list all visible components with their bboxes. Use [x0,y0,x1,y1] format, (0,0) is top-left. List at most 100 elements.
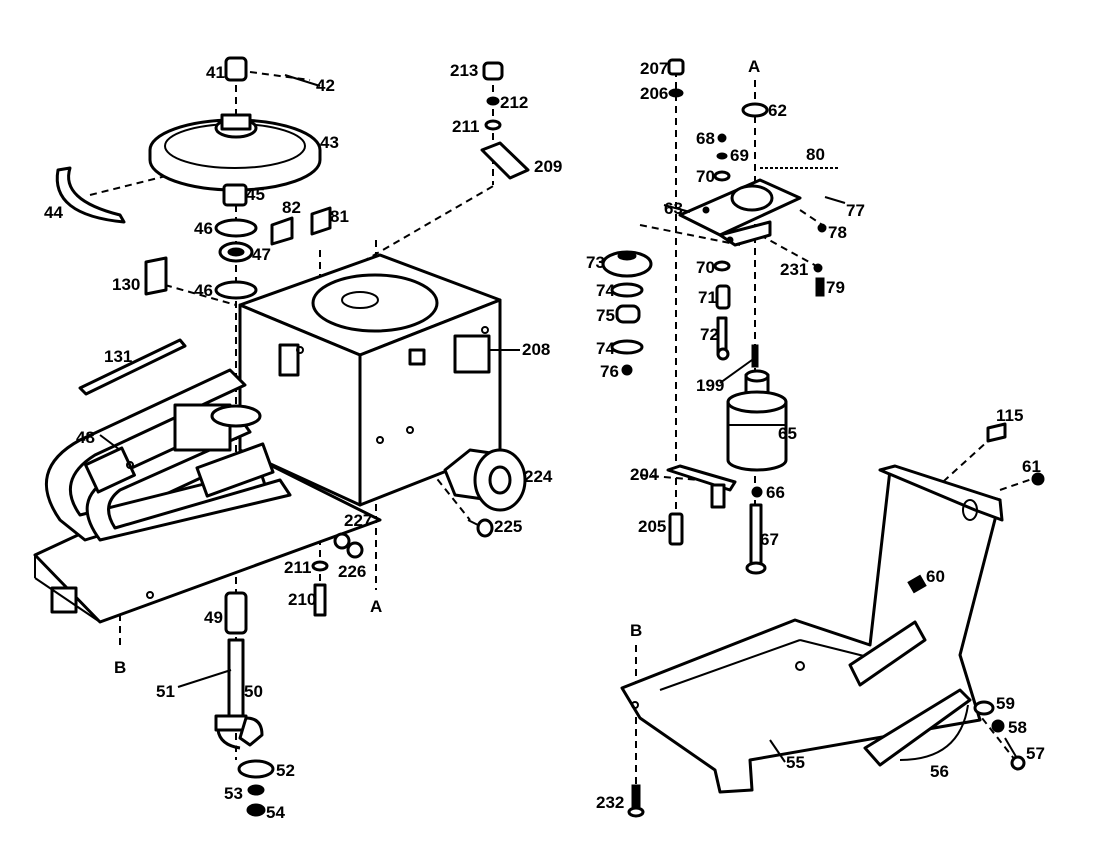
label-212: 212 [500,93,528,112]
label-227: 227 [344,511,372,530]
label-63: 63 [664,199,683,218]
washer-52 [237,759,275,779]
plate-130 [144,256,168,296]
bolt-210 [313,583,327,617]
label-58: 58 [1008,718,1027,737]
belt-guide-44 [55,166,126,224]
label-77: 77 [846,201,865,220]
pulley-43 [148,113,322,192]
lever-204 [666,464,737,509]
nut-61 [1031,472,1045,486]
nut-76 [621,364,633,376]
bolt-205 [668,512,684,546]
bearing-75 [615,304,641,324]
label-56: 56 [930,762,949,781]
right-top-assembly [601,58,846,575]
washer-211b [311,560,329,572]
label-72: 72 [700,325,719,344]
label-232: 232 [596,793,624,812]
label-209: 209 [534,157,562,176]
key-42 [284,74,321,87]
label-46b: 46 [194,281,213,300]
label-41: 41 [206,63,225,82]
label-130: 130 [112,275,140,294]
washer-74a [610,282,644,298]
washer-59 [973,700,995,716]
label-51: 51 [156,682,175,701]
label-210: 210 [288,590,316,609]
bolt-232 [627,784,645,818]
plate-115 [986,422,1007,443]
left-assembly [33,56,530,817]
label-49: 49 [204,608,223,627]
washer-46b [214,280,258,300]
label-67: 67 [760,530,779,549]
marker-a-bottom: A [370,597,382,616]
label-66: 66 [766,483,785,502]
washer-46a [214,218,258,238]
washer-212 [486,96,500,106]
label-75: 75 [596,306,615,325]
label-213: 213 [450,61,478,80]
washer-206 [668,88,684,98]
nut-58 [991,719,1005,733]
label-71: 71 [698,288,717,307]
right-bottom-assembly [620,422,1045,818]
pulley-73 [601,250,653,278]
label-57: 57 [1026,744,1045,763]
label-74a: 74 [596,281,615,300]
cover-224 [443,448,527,512]
pin-77 [824,196,846,204]
label-74b: 74 [596,339,615,358]
marker-a-top: A [748,57,760,76]
nut-54 [246,803,266,817]
label-61: 61 [1022,457,1041,476]
frame-48 [33,368,382,624]
bolt-57 [1004,737,1026,771]
label-60: 60 [926,567,945,586]
spindle-housing-65 [726,369,788,472]
label-211b: 211 [284,558,311,577]
leader-lines [99,204,786,763]
label-70a: 70 [696,167,715,186]
washer-53 [247,784,265,796]
nut-78 [817,223,827,233]
label-68: 68 [696,129,715,148]
label-211a: 211 [452,117,479,136]
label-47: 47 [252,245,271,264]
label-131: 131 [104,347,132,366]
label-48: 48 [76,428,95,447]
part-60 [907,574,927,594]
sleeve-49 [224,591,248,635]
label-62: 62 [768,101,787,120]
label-225: 225 [494,517,522,536]
nut-207 [667,58,685,76]
label-224: 224 [524,467,553,486]
label-50: 50 [244,682,263,701]
washer-226 [346,541,364,559]
part-labels: 41 42 43 44 45 46 47 46 82 81 130 131 48… [44,59,1045,822]
label-204: 204 [630,465,659,484]
label-73: 73 [586,253,605,272]
label-205: 205 [638,517,666,536]
nut-68 [717,133,727,143]
label-53: 53 [224,784,243,803]
plate-82 [270,216,294,246]
marker-b-right: B [630,621,642,640]
label-231: 231 [780,260,808,279]
label-226: 226 [338,562,366,581]
nut-231 [813,263,823,273]
bracket-209 [480,141,530,180]
blade-56 [863,688,972,767]
label-43: 43 [320,133,339,152]
washer-70a [713,170,731,182]
nut-213 [482,61,504,81]
section-markers: A A B B [114,57,760,677]
label-65: 65 [778,424,797,443]
label-46a: 46 [194,219,213,238]
label-79: 79 [826,278,845,297]
spacer-45 [222,183,248,207]
plate-81 [310,206,332,236]
washer-62 [741,102,769,118]
